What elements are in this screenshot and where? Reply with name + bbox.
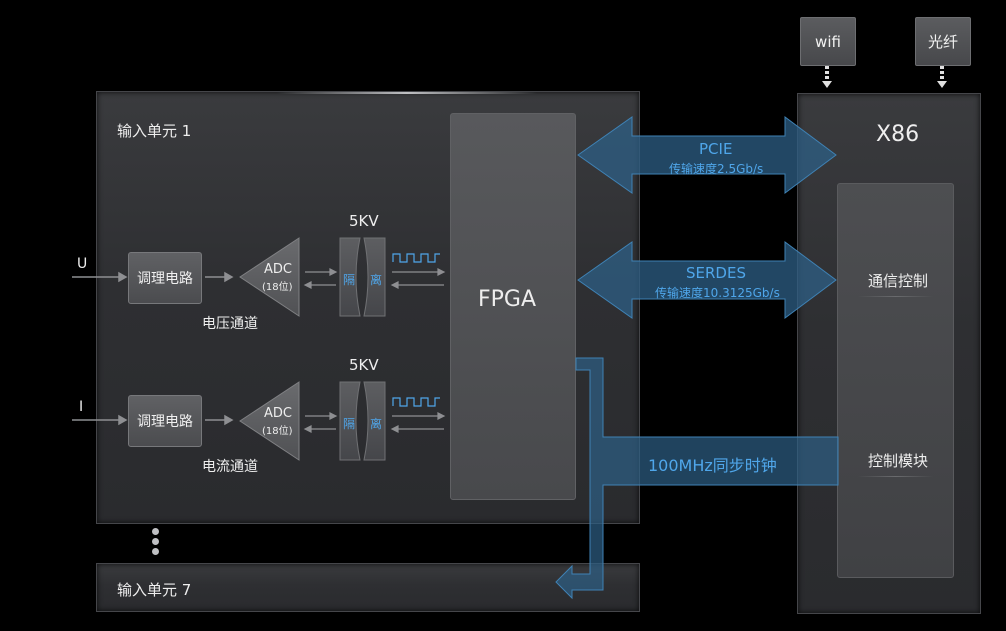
adc-iso-arrows-i xyxy=(303,412,338,433)
iso-u-left-char: 隔 xyxy=(343,273,356,287)
conditioning-circuit-i: 调理电路 xyxy=(128,395,202,447)
comm-control-label: 通信控制 xyxy=(868,272,929,290)
iso-fpga-arrows-u xyxy=(390,268,446,289)
wifi-box: wifi xyxy=(800,17,856,66)
control-divider xyxy=(858,476,933,477)
adc-iso-arrows-u xyxy=(303,268,338,289)
cond-to-adc-i xyxy=(205,414,234,426)
conditioning-circuit-u: 调理电路 xyxy=(128,252,202,304)
adc-i-label: ADC xyxy=(264,406,292,421)
clock-label: 100MHz同步时钟 xyxy=(648,456,777,475)
voltage-channel-caption: 电压通道 xyxy=(202,316,258,332)
pcie-title: PCIE xyxy=(699,140,733,158)
current-channel-caption: 电流通道 xyxy=(202,459,258,475)
serdes-title: SERDES xyxy=(686,264,746,282)
pcie-speed: 传输速度2.5Gb/s xyxy=(669,162,764,176)
fpga-block xyxy=(450,113,576,500)
input-unit-7-panel xyxy=(96,563,640,612)
iso-i-left-char: 隔 xyxy=(343,417,356,431)
isolation-voltage-i: 5KV xyxy=(349,356,379,374)
adc-u-bits: (18位) xyxy=(262,282,293,293)
adc-i-bits: (18位) xyxy=(262,426,293,437)
serdes-speed: 传输速度10.3125Gb/s xyxy=(655,286,780,300)
input-u-line xyxy=(72,271,128,283)
isolator-i xyxy=(339,381,386,461)
fpga-label: FPGA xyxy=(478,287,537,312)
adc-u-triangle xyxy=(239,237,300,317)
iso-u-right-char: 离 xyxy=(370,273,383,287)
fiber-arrow-icon xyxy=(937,66,947,88)
fiber-box: 光纤 xyxy=(915,17,971,66)
control-module-label: 控制模块 xyxy=(868,452,929,470)
adc-i-triangle xyxy=(239,381,300,461)
isolator-u xyxy=(339,237,386,317)
isolation-voltage-u: 5KV xyxy=(349,212,379,230)
serdes-arrow xyxy=(577,241,837,319)
panel-highlight xyxy=(277,92,537,94)
cond-to-adc-u xyxy=(205,271,234,283)
clock-path xyxy=(555,357,839,600)
square-wave-icon-u xyxy=(392,253,440,263)
iso-fpga-arrows-i xyxy=(390,412,446,433)
input-unit-1-title: 输入单元 1 xyxy=(117,122,192,140)
input-i-label: I xyxy=(79,399,84,415)
input-u-label: U xyxy=(77,256,88,272)
comm-divider xyxy=(858,296,933,297)
iso-i-right-char: 离 xyxy=(370,417,383,431)
adc-u-label: ADC xyxy=(264,262,292,277)
input-unit-7-title: 输入单元 7 xyxy=(117,581,192,599)
pcie-arrow xyxy=(577,116,837,194)
x86-inner-box xyxy=(837,183,954,578)
input-i-line xyxy=(72,414,128,426)
more-units-ellipsis xyxy=(152,528,160,560)
x86-title: X86 xyxy=(876,122,920,147)
wifi-arrow-icon xyxy=(822,66,832,88)
square-wave-icon-i xyxy=(392,397,440,407)
